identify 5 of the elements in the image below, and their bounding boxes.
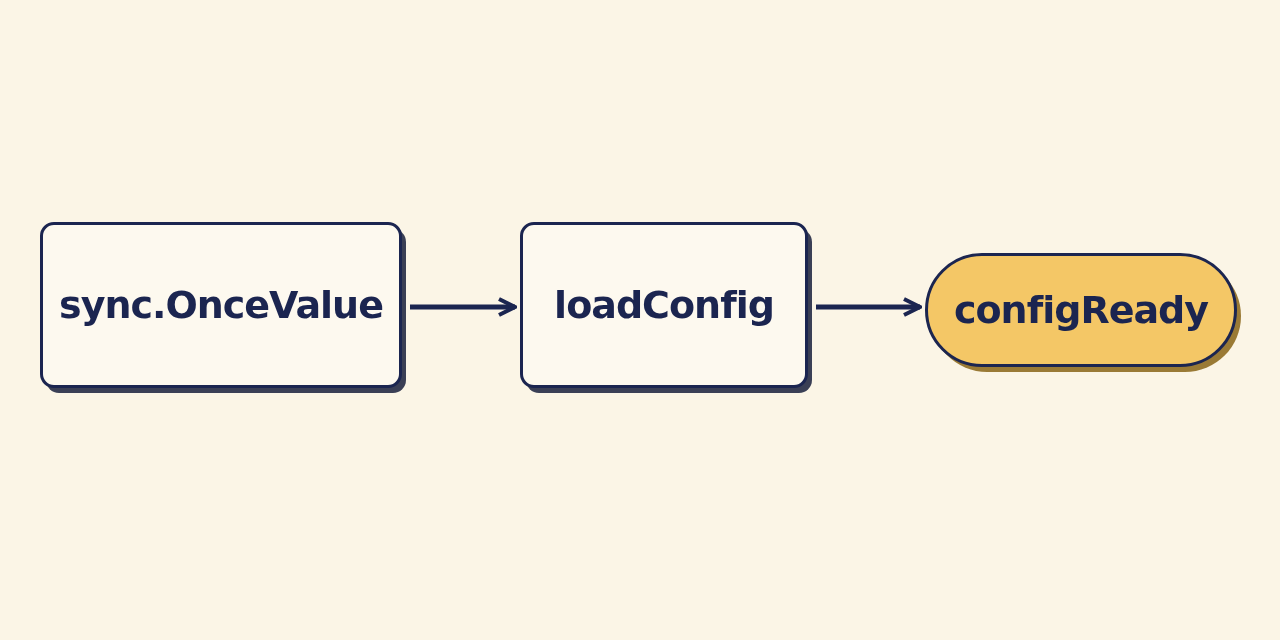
node-label: loadConfig xyxy=(554,283,774,327)
node-label: sync.OnceValue xyxy=(59,283,383,327)
node-label: configReady xyxy=(953,288,1209,332)
arrow xyxy=(816,297,922,317)
arrow xyxy=(410,297,517,317)
